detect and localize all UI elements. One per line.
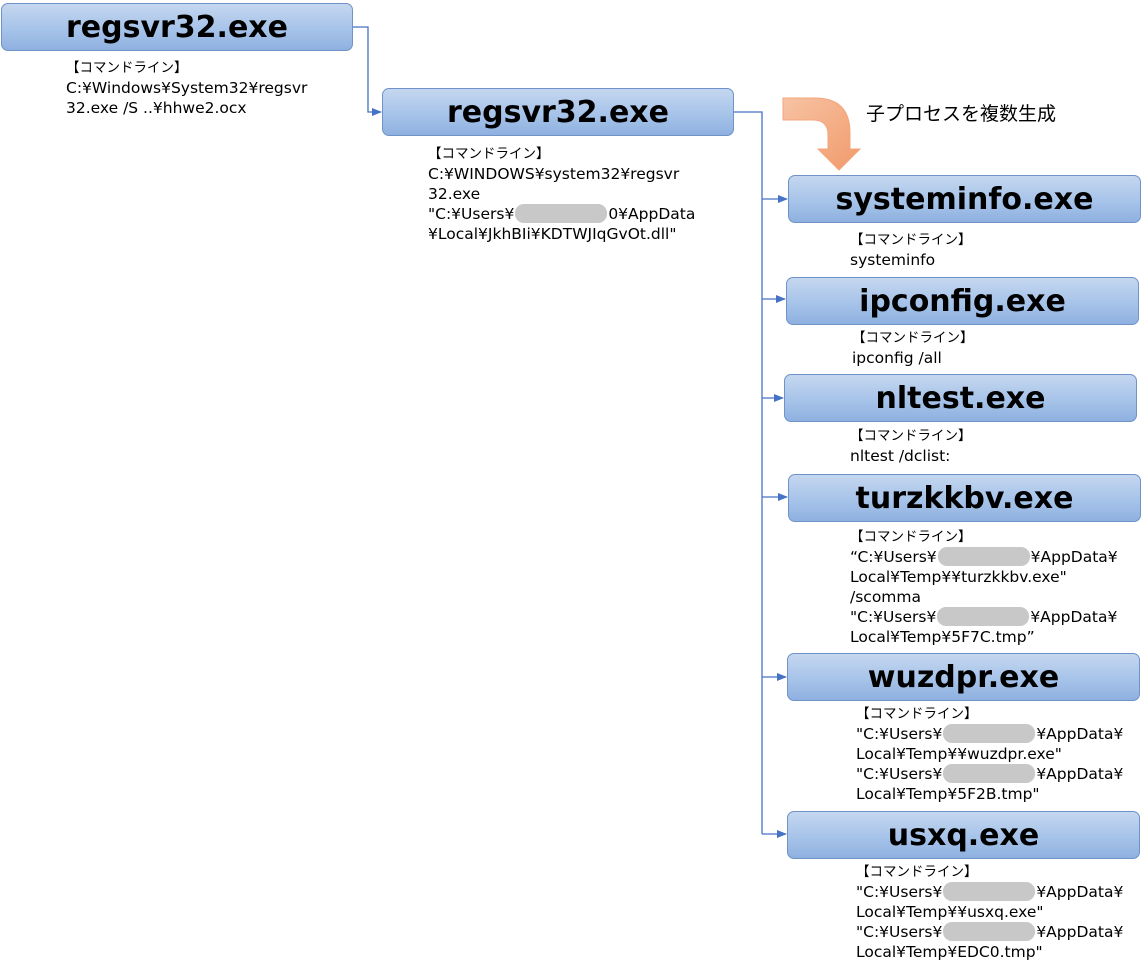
process-name: regsvr32.exe — [65, 9, 288, 45]
process-name: turzkkbv.exe — [855, 480, 1074, 516]
spawn-curved-arrow-icon — [782, 97, 862, 171]
cmdline-text: Local¥Temp¥¥wuzdpr.exe" — [856, 745, 1062, 763]
cmdline-text: "C:¥Users¥ — [856, 765, 943, 783]
process-name: regsvr32.exe — [446, 94, 669, 130]
cmdline-text: C:¥Windows¥System32¥regsvr — [66, 79, 308, 97]
cmdline-text: ¥AppData¥ — [1036, 923, 1124, 941]
cmdline-text: Local¥Temp¥¥usxq.exe" — [856, 903, 1044, 921]
cmdline-text: "C:¥Users¥ — [428, 205, 515, 223]
process-box-wuzdpr: wuzdpr.exe — [787, 653, 1140, 701]
redacted-username — [943, 764, 1036, 783]
process-box-systeminfo: systeminfo.exe — [788, 175, 1141, 223]
cmdline-text: systeminfo — [850, 251, 936, 269]
process-box-nltest: nltest.exe — [784, 374, 1137, 422]
cmdline-text: "C:¥Users¥ — [850, 608, 937, 626]
process-name: nltest.exe — [875, 380, 1046, 416]
cmdline-text: Local¥Temp¥5F7C.tmp” — [850, 628, 1035, 646]
process-box-usxq: usxq.exe — [787, 811, 1140, 859]
cmdline-text: 0¥AppData — [608, 205, 696, 223]
cmdline-header: 【コマンドライン】 — [850, 232, 972, 248]
cmdline-text: 32.exe — [428, 185, 481, 203]
process-box-parent: regsvr32.exe — [1, 3, 353, 51]
cmdline-usxq: 【コマンドライン】 "C:¥Users¥ ¥AppData¥ Local¥Temp… — [856, 862, 1123, 962]
cmdline-turzkkbv: 【コマンドライン】 “C:¥Users¥ ¥AppData¥ Local¥Temp… — [850, 527, 1118, 647]
cmdline-text: nltest /dclist: — [850, 447, 951, 465]
cmdline-systeminfo: 【コマンドライン】 systeminfo — [850, 230, 972, 270]
cmdline-text: "C:¥Users¥ — [856, 883, 943, 901]
redacted-username — [943, 922, 1036, 941]
cmdline-text: ¥AppData¥ — [1030, 548, 1118, 566]
cmdline-text: /scomma — [850, 588, 921, 606]
redacted-username — [515, 204, 608, 223]
cmdline-header: 【コマンドライン】 — [850, 428, 972, 444]
spawn-annotation: 子プロセスを複数生成 — [866, 103, 1057, 125]
cmdline-header: 【コマンドライン】 — [850, 529, 972, 545]
process-name: wuzdpr.exe — [867, 659, 1060, 695]
cmdline-text: ¥AppData¥ — [1036, 883, 1124, 901]
redacted-username — [937, 607, 1030, 626]
cmdline-parent: 【コマンドライン】 C:¥Windows¥System32¥regsvr 32.… — [66, 58, 307, 118]
cmdline-ipconfig: 【コマンドライン】 ipconfig /all — [852, 328, 974, 368]
cmdline-text: "C:¥Users¥ — [856, 923, 943, 941]
cmdline-nltest: 【コマンドライン】 nltest /dclist: — [850, 426, 972, 466]
process-name: usxq.exe — [887, 817, 1040, 853]
process-box-turzkkbv: turzkkbv.exe — [788, 474, 1141, 522]
cmdline-text: ¥AppData¥ — [1036, 765, 1124, 783]
cmdline-text: C:¥WINDOWS¥system32¥regsvr — [428, 165, 680, 183]
cmdline-header: 【コマンドライン】 — [66, 60, 188, 76]
cmdline-header: 【コマンドライン】 — [428, 146, 550, 162]
cmdline-wuzdpr: 【コマンドライン】 "C:¥Users¥ ¥AppData¥ Local¥Temp… — [856, 704, 1123, 804]
cmdline-text: ¥AppData¥ — [1030, 608, 1118, 626]
cmdline-text: 32.exe /S ..¥hhwe2.ocx — [66, 99, 247, 117]
cmdline-text: Local¥Temp¥¥turzkkbv.exe" — [850, 568, 1067, 586]
redacted-username — [937, 547, 1030, 566]
cmdline-header: 【コマンドライン】 — [856, 706, 978, 722]
cmdline-text: ipconfig /all — [852, 349, 942, 367]
cmdline-text: ¥AppData¥ — [1036, 725, 1124, 743]
process-box-child: regsvr32.exe — [382, 88, 734, 136]
process-name: systeminfo.exe — [835, 181, 1094, 217]
cmdline-header: 【コマンドライン】 — [856, 864, 978, 880]
process-box-ipconfig: ipconfig.exe — [786, 277, 1139, 325]
cmdline-text: Local¥Temp¥EDC0.tmp" — [856, 943, 1043, 961]
redacted-username — [943, 724, 1036, 743]
cmdline-header: 【コマンドライン】 — [852, 330, 974, 346]
parent-to-child-connector — [352, 26, 382, 116]
cmdline-child: 【コマンドライン】 C:¥WINDOWS¥system32¥regsvr 32.… — [428, 144, 695, 244]
cmdline-text: Local¥Temp¥5F2B.tmp" — [856, 785, 1040, 803]
cmdline-text: ¥Local¥JkhBIi¥KDTWJIqGvOt.dll" — [428, 225, 677, 243]
cmdline-text: “C:¥Users¥ — [850, 548, 937, 566]
redacted-username — [943, 882, 1036, 901]
cmdline-text: "C:¥Users¥ — [856, 725, 943, 743]
process-name: ipconfig.exe — [859, 283, 1066, 319]
child-trunk-connector — [734, 111, 763, 834]
